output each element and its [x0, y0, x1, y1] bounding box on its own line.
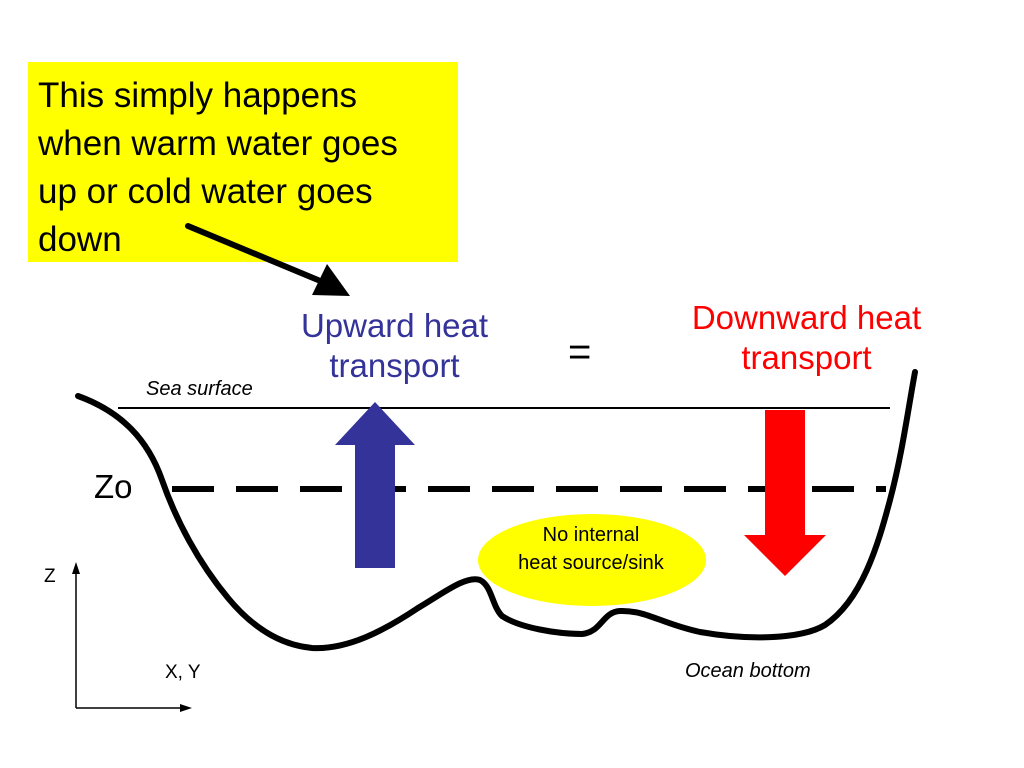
ocean-basin-outline — [75, 369, 918, 652]
downward-title-line: transport — [741, 339, 872, 376]
callout-line: This simply happens — [38, 76, 358, 115]
z-axis-arrowhead — [72, 562, 80, 574]
upward-heat-transport-label: Upward heat transport — [262, 306, 527, 386]
no-internal-heat-label: No internal heat source/sink — [486, 521, 696, 577]
downward-title-line: Downward heat — [691, 299, 922, 336]
xy-axis-arrowhead — [180, 704, 192, 712]
callout-pointer-arrowhead — [312, 264, 350, 296]
callout-box: This simply happens when warm water goes… — [28, 62, 458, 262]
callout-line: when warm water goes — [38, 124, 398, 163]
upward-title-line: transport — [329, 347, 460, 384]
z-axis-label: Z — [44, 566, 56, 587]
upward-title-line: Upward heat — [300, 307, 489, 344]
sea-surface-label: Sea surface — [146, 378, 253, 400]
no-internal-line: heat source/sink — [518, 552, 664, 574]
callout-line: up or cold water goes — [38, 172, 373, 211]
zo-label: Zo — [94, 468, 133, 505]
downward-heat-transport-label: Downward heat transport — [660, 298, 953, 378]
callout-line: down — [38, 220, 122, 259]
downward-arrow — [744, 410, 826, 576]
xy-axis-label: X, Y — [165, 662, 201, 683]
callout-pointer-line — [185, 223, 321, 283]
no-internal-line: No internal — [542, 524, 640, 546]
upward-arrow — [335, 402, 415, 568]
callout-background — [28, 62, 458, 262]
no-internal-ellipse — [478, 514, 706, 606]
equals-sign: = — [568, 330, 592, 374]
ocean-bottom-label: Ocean bottom — [685, 660, 811, 682]
